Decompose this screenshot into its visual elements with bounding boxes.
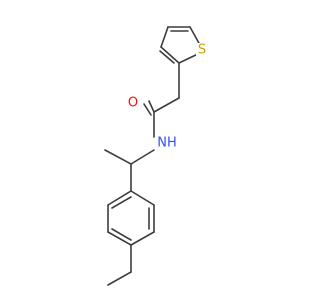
bond-benzene-4-5 bbox=[130, 231, 155, 246]
sulfur-atom: S bbox=[196, 43, 208, 58]
molecule-structure-diagram: O NH S bbox=[104, 26, 208, 286]
oxygen-label: O bbox=[128, 96, 138, 111]
bond-thiophene-c3-c4 bbox=[160, 26, 169, 48]
bond-thiophene-c5-s bbox=[189, 26, 201, 46]
bond-benzene-1-2-inner bbox=[111, 196, 132, 209]
bond-carbonyl-oxygen bbox=[148, 100, 155, 113]
bond-thiophene-c2-c3 bbox=[160, 46, 180, 64]
sulfur-label: S bbox=[198, 43, 206, 58]
bond-ethyl-methyl bbox=[107, 271, 132, 286]
bond-benzene-1-2 bbox=[107, 190, 132, 206]
bond-benzene-3-4-inner bbox=[111, 228, 132, 241]
bond-ch2-carbonyl bbox=[153, 97, 180, 113]
bond-methine-methyl bbox=[104, 149, 132, 165]
atom-labels: O NH S bbox=[127, 43, 208, 151]
oxygen-atom: O bbox=[127, 96, 139, 111]
bond-carbonyl-oxygen-double bbox=[143, 103, 152, 116]
nitrogen-hydrogen-atom: NH bbox=[156, 136, 178, 151]
nitrogen-hydrogen-label: NH bbox=[157, 136, 177, 151]
bond-thiophene-c2-c3-inner bbox=[159, 50, 175, 64]
bond-benzene-3-4 bbox=[107, 231, 132, 246]
bond-nitrogen-methine bbox=[130, 149, 155, 165]
bond-lines bbox=[104, 26, 201, 286]
bond-benzene-6-1 bbox=[130, 190, 155, 206]
